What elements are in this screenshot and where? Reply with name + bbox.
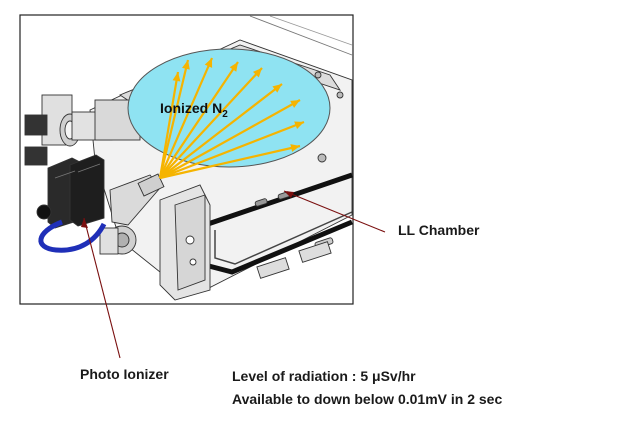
ion-arrow-head (204, 58, 213, 68)
ion-arrow-head (290, 100, 300, 108)
ion-arrow-shaft (159, 144, 301, 180)
chamber-callout-arrowhead (284, 191, 294, 198)
ion-arrow-head (182, 60, 190, 70)
ion-arrow-shaft (159, 83, 283, 179)
ionizer-callout-line (83, 217, 121, 359)
ion-arrow-head (172, 72, 181, 82)
photo-ionizer-label: Photo Ionizer (80, 366, 169, 382)
radiation-level-spec: Level of radiation : 5 μSv/hr (232, 368, 416, 384)
ion-arrow-shaft (159, 120, 305, 180)
ion-arrow-head (252, 68, 262, 78)
ion-arrows (158, 57, 305, 180)
chamber-callout-line (283, 190, 386, 233)
ion-arrow-head (229, 62, 238, 72)
ion-arrow-shaft (159, 99, 301, 179)
ll-chamber-label: LL Chamber (398, 222, 480, 238)
ion-arrow-shaft (158, 59, 190, 179)
ion-arrow-head (294, 121, 304, 129)
ion-arrow-shaft (158, 71, 180, 179)
ion-arrow-head (290, 144, 300, 152)
ion-arrow-shaft (159, 61, 239, 179)
gas-hose (38, 219, 107, 253)
ion-arrow-shaft (159, 67, 263, 179)
ion-arrow-head (272, 84, 282, 93)
ion-arrow-shaft (158, 57, 214, 179)
ionizer-callout-arrowhead (81, 218, 88, 228)
ionized-gas-cloud (127, 48, 331, 168)
ion-cloud-label: Ionized N2 (160, 100, 228, 120)
discharge-spec: Available to down below 0.01mV in 2 sec (232, 391, 503, 407)
